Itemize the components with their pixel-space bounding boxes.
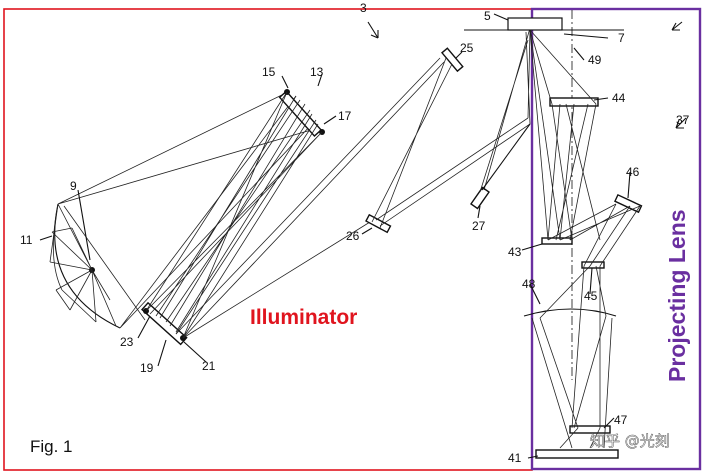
illuminator-label: Illuminator: [250, 306, 357, 329]
mirror-48: [523, 308, 617, 317]
numeral: 9: [70, 179, 77, 193]
numeral: 13: [310, 65, 324, 79]
reference-numerals: 3 5 7 49 44 37 25 13 15 17 9 11 26 27 46…: [20, 1, 690, 465]
watermark: 知乎 @光刻: [590, 432, 670, 450]
numeral: 49: [588, 53, 602, 67]
numeral: 23: [120, 335, 134, 349]
mirror-43: [541, 237, 573, 245]
mirror-47: [569, 425, 611, 434]
numeral: 47: [614, 413, 628, 427]
projecting-lens-label: Projecting Lens: [664, 209, 690, 382]
projecting-lens-frame: [530, 7, 702, 471]
numeral: 5: [484, 9, 491, 23]
numeral: 44: [612, 91, 626, 105]
numeral: 41: [508, 451, 522, 465]
mirror-26: [365, 213, 392, 234]
figure-caption: Fig. 1: [30, 437, 73, 456]
numeral: 25: [460, 41, 474, 55]
numeral: 3: [360, 1, 367, 15]
mirror-27: [470, 186, 490, 210]
numeral: 19: [140, 361, 154, 375]
numeral: 37: [676, 113, 690, 127]
reticle-5: [507, 17, 563, 31]
numeral: 45: [584, 289, 598, 303]
numeral: 46: [626, 165, 640, 179]
numeral: 27: [472, 219, 486, 233]
collector-mirror: [49, 91, 319, 329]
mirror-25: [441, 47, 464, 73]
numeral: 26: [346, 229, 360, 243]
numeral: 15: [262, 65, 276, 79]
wafer-41: [535, 449, 619, 459]
numeral: 48: [522, 277, 536, 291]
numeral: 7: [618, 31, 625, 45]
numeral: 21: [202, 359, 216, 373]
numeral: 17: [338, 109, 352, 123]
numeral: 43: [508, 245, 522, 259]
numeral: 11: [20, 233, 33, 247]
